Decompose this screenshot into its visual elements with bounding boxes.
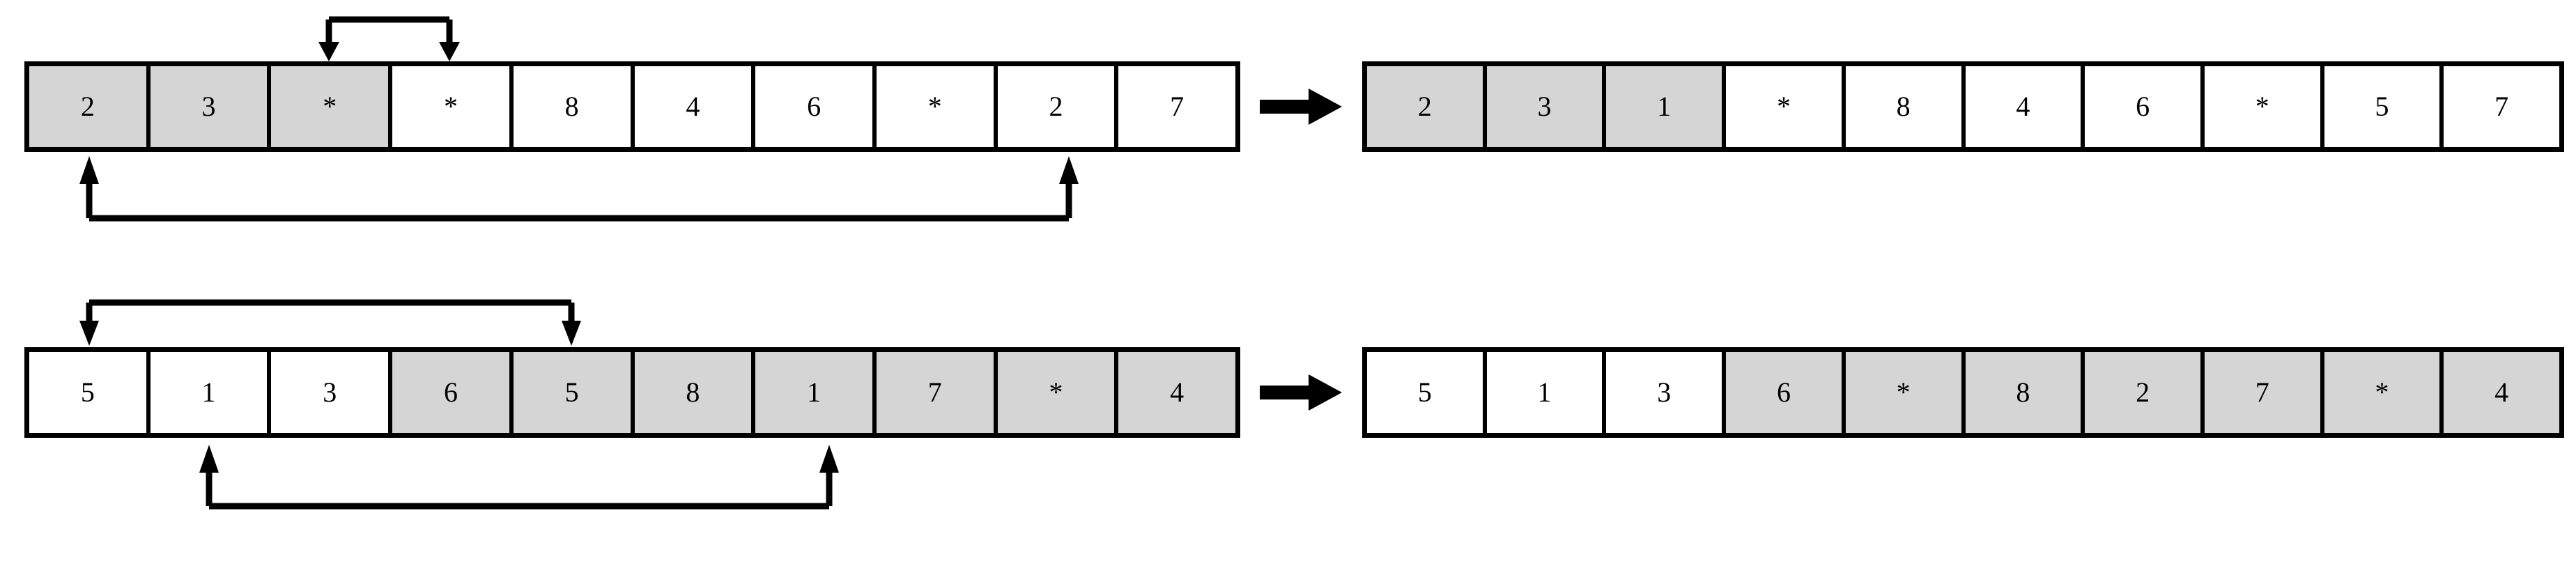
array-cell[interactable]: 2	[29, 66, 146, 147]
transition-arrow-row-1	[1260, 87, 1343, 126]
diagram-row-2: 5 1 3 6 5 8 1 7 * 4 5 1 3 6 * 8 2	[0, 282, 2576, 564]
array-cell[interactable]: *	[2204, 66, 2320, 147]
array-cell[interactable]: 7	[1118, 66, 1236, 147]
array-cell[interactable]: 6	[2085, 66, 2200, 147]
array-cell[interactable]: 1	[755, 352, 872, 433]
array-cell[interactable]: 2	[2085, 352, 2200, 433]
array-cell[interactable]: 4	[1965, 66, 2081, 147]
array-cell[interactable]: 5	[513, 352, 631, 433]
array-cell[interactable]: *	[1726, 66, 1842, 147]
array-cell[interactable]: 2	[997, 66, 1115, 147]
array-cell[interactable]: 4	[2444, 352, 2560, 433]
array-cell[interactable]: 7	[2444, 66, 2560, 147]
bracket-arrow-top-row-1	[0, 7, 557, 63]
array-cell[interactable]: 5	[1367, 352, 1483, 433]
array-cell[interactable]: 5	[2324, 66, 2440, 147]
bracket-arrow-bottom-row-1	[0, 152, 1254, 229]
array-cell[interactable]: 5	[29, 352, 146, 433]
array-cell[interactable]: 8	[634, 352, 752, 433]
array-cell[interactable]: 8	[1845, 66, 1961, 147]
array-cell[interactable]: *	[997, 352, 1115, 433]
array-before-row-1: 2 3 * * 8 4 6 * 2 7	[24, 61, 1240, 152]
array-cell[interactable]: 3	[150, 66, 268, 147]
array-cell[interactable]: 8	[513, 66, 631, 147]
diagram-row-1: 2 3 * * 8 4 6 * 2 7 2 3 1 * 8 4 6	[0, 7, 2564, 229]
array-cell[interactable]: *	[1845, 352, 1961, 433]
array-cell[interactable]: 2	[1367, 66, 1483, 147]
array-cell[interactable]: 8	[1965, 352, 2081, 433]
array-cell[interactable]: 3	[1606, 352, 1722, 433]
transition-arrow-row-2	[1260, 373, 1343, 412]
array-cell[interactable]: 1	[1606, 66, 1722, 147]
array-after-row-1: 2 3 1 * 8 4 6 * 5 7	[1362, 61, 2564, 152]
bracket-arrow-top-row-2	[0, 287, 697, 346]
array-after-row-2: 5 1 3 6 * 8 2 7 * 4	[1362, 347, 2564, 438]
array-before-row-2: 5 1 3 6 5 8 1 7 * 4	[24, 347, 1240, 438]
array-cell[interactable]: *	[876, 66, 994, 147]
bracket-arrow-bottom-row-2	[0, 438, 975, 515]
array-cell[interactable]: *	[2324, 352, 2440, 433]
array-cell[interactable]: 1	[150, 352, 268, 433]
array-cell[interactable]: 7	[876, 352, 994, 433]
array-cell[interactable]: 6	[392, 352, 509, 433]
array-cell[interactable]: 7	[2204, 352, 2320, 433]
array-cell[interactable]: 3	[271, 352, 389, 433]
array-cell[interactable]: *	[392, 66, 509, 147]
array-cell[interactable]: 6	[755, 66, 872, 147]
array-cell[interactable]: *	[271, 66, 389, 147]
array-cell[interactable]: 4	[634, 66, 752, 147]
array-cell[interactable]: 6	[1726, 352, 1842, 433]
array-cell[interactable]: 3	[1486, 66, 1603, 147]
array-cell[interactable]: 1	[1486, 352, 1603, 433]
array-cell[interactable]: 4	[1118, 352, 1236, 433]
